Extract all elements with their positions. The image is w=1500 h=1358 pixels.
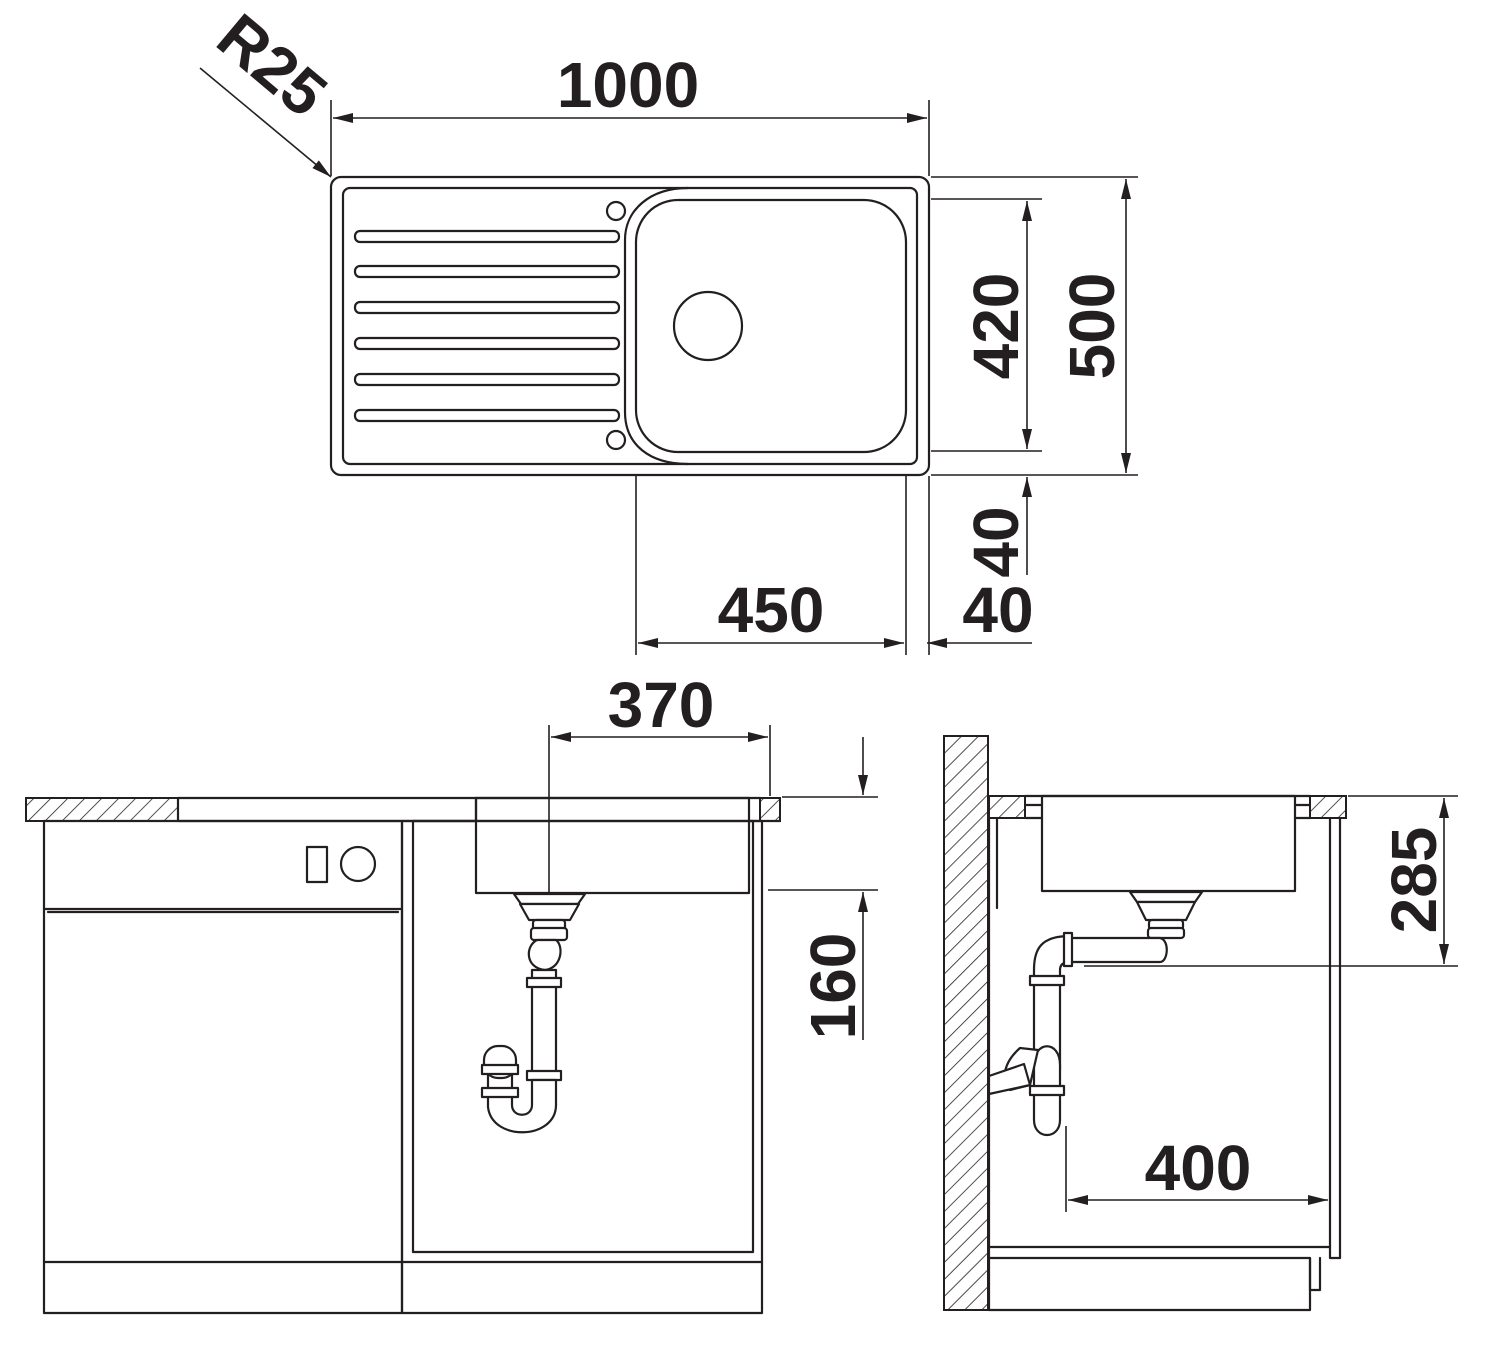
tap-hole-icon: [605, 200, 627, 222]
siphon-front: [480, 892, 587, 1134]
wall-hatched: [943, 735, 989, 1311]
worktop-side-right: [1309, 795, 1347, 819]
dim-bowl-height: 160: [797, 933, 869, 1040]
plan-view: [329, 175, 931, 477]
bowl: [634, 198, 908, 454]
worktop: [176, 796, 478, 823]
sink-bowl-section: [474, 796, 751, 895]
front-elevation: [25, 725, 878, 1315]
dishwasher-knob-icon: [339, 845, 377, 883]
dim-rim-right: 40: [962, 574, 1033, 646]
worktop-right-hatched: [759, 797, 781, 822]
plan-dimension-lines: [199, 67, 1138, 655]
sink-outline-inner: [341, 186, 919, 466]
dim-bowl-depth: 420: [960, 273, 1032, 380]
drainer-grooves: [353, 229, 621, 423]
bowl-frame: [623, 186, 690, 466]
dim-bowl-width: 450: [718, 574, 825, 646]
overflow-hole-icon: [605, 429, 627, 451]
dim-wall-distance: 400: [1145, 1132, 1252, 1204]
dim-corner-radius: R25: [204, 0, 340, 130]
drain-hole: [672, 290, 744, 362]
dishwasher-button-icon: [305, 845, 329, 884]
dim-overall-width: 1000: [557, 49, 699, 121]
dishwasher: [42, 819, 404, 1315]
side-elevation: [943, 735, 1458, 1312]
siphon-side: [987, 890, 1204, 1136]
sink-bowl-side: [1040, 794, 1297, 893]
worktop-side-left: [988, 795, 1026, 819]
sink-outline-outer: [329, 175, 931, 477]
dim-overall-depth: 500: [1056, 273, 1128, 380]
dim-side-drain-height: 285: [1378, 827, 1450, 934]
dim-rim-front: 40: [960, 506, 1032, 577]
worktop-left-hatched: [25, 797, 179, 822]
dim-drain-offset: 370: [608, 669, 715, 741]
